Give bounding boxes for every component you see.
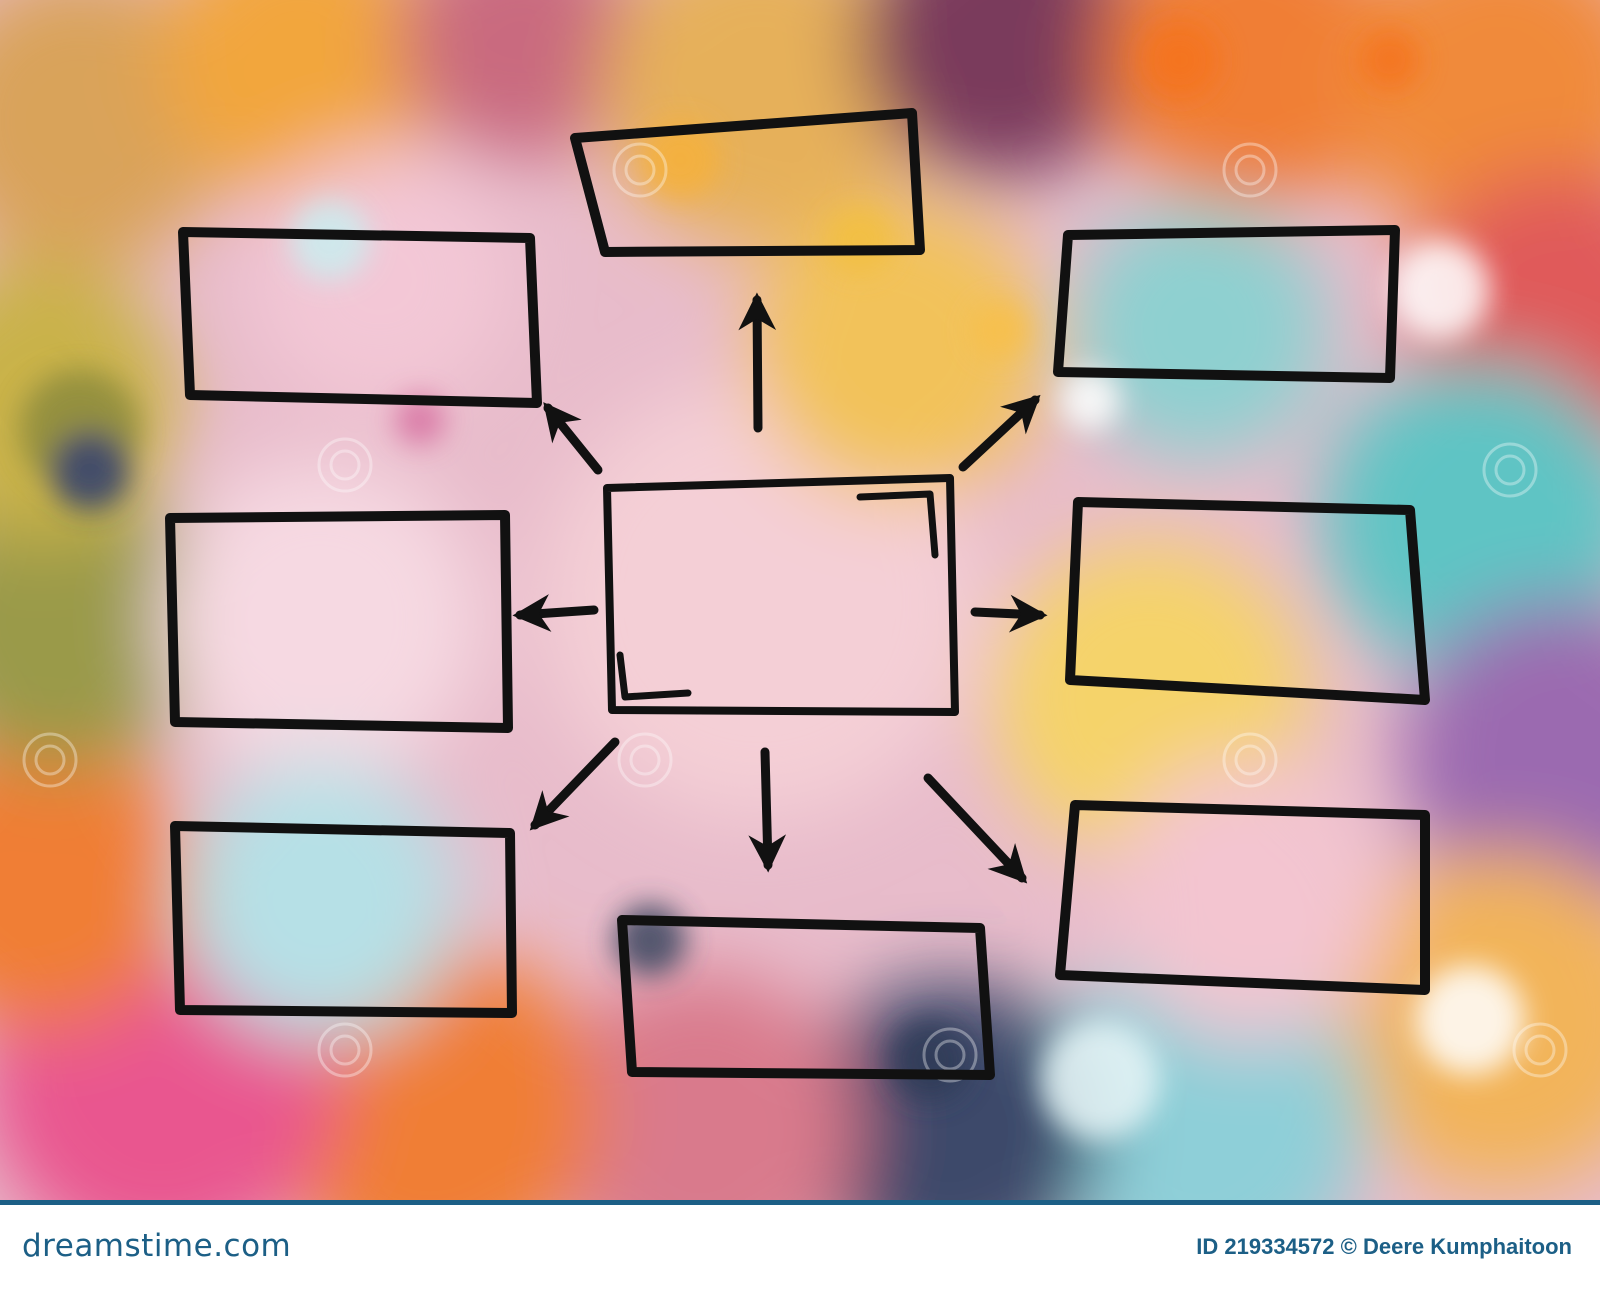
box-top-right [1053,225,1400,383]
box-middle-right [1065,497,1430,705]
arrow-to-bottom [748,747,787,873]
image-credit: ID 219334572 © Deere Kumphaitoon [1196,1234,1572,1260]
image-id: ID 219334572 [1196,1234,1335,1259]
arrow-to-bottom-left [529,737,620,831]
stock-footer: dreamstime.com ID 219334572 © Deere Kump… [0,1200,1600,1290]
diagram-boxes [165,108,1430,1080]
box-top [570,108,925,257]
arrow-to-top-left [543,402,603,475]
box-top-left [178,227,542,408]
copyright-icon: © [1340,1234,1357,1259]
author-name[interactable]: Deere Kumphaitoon [1362,1234,1572,1259]
footer-band [0,1200,1600,1205]
box-middle-left [165,510,513,733]
diagram-arrows [512,292,1048,884]
diagram-canvas [0,0,1600,1200]
arrow-to-top [738,292,777,433]
arrow-to-bottom-right [923,773,1028,884]
arrow-to-middle-left [512,594,599,632]
center-box [603,474,959,716]
box-bottom-right [1055,800,1430,995]
box-bottom [617,915,995,1080]
brand-logo[interactable]: dreamstime.com [22,1228,292,1264]
watermark-pattern [22,142,1568,1083]
diagram-artwork [0,0,1600,1200]
paint-splatter-background [0,0,1600,1200]
box-bottom-left [170,821,517,1018]
arrow-to-top-right [958,394,1041,472]
arrow-to-middle-right [970,594,1048,633]
